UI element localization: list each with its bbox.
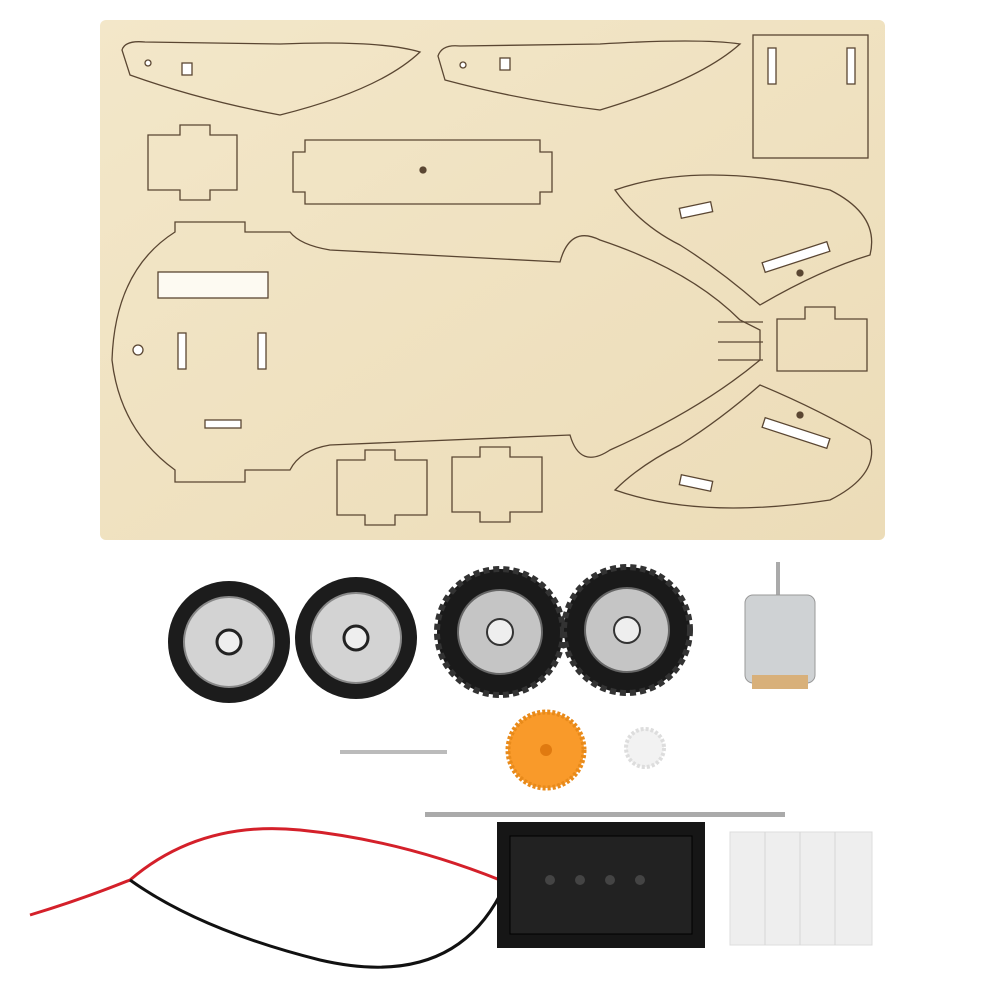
motor [744, 562, 816, 689]
small-gear [624, 727, 666, 769]
wires [29, 827, 502, 969]
axle [425, 812, 785, 817]
battery-holder [497, 822, 705, 948]
gear-hub [540, 744, 552, 756]
wheel [295, 577, 417, 699]
wheel [561, 564, 693, 696]
pin [340, 750, 447, 754]
wood-panel [100, 20, 885, 540]
wheel [168, 581, 290, 703]
tape [729, 831, 873, 946]
wheel [434, 566, 566, 698]
